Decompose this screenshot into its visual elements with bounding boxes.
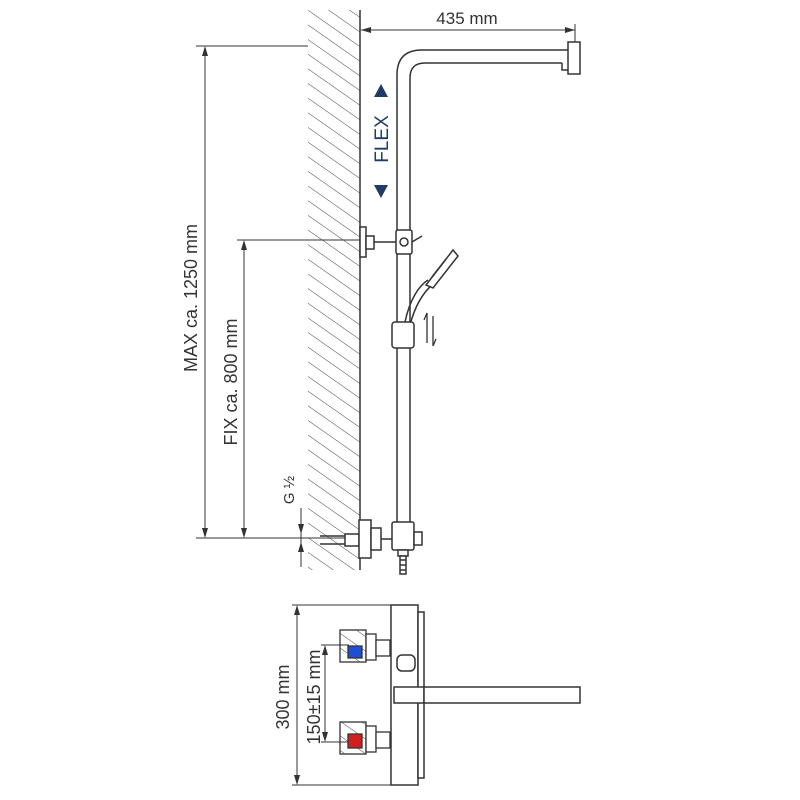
- fix-height-dimension: [237, 239, 362, 538]
- thermostat-mixer-front: [390, 604, 581, 786]
- flex-label: FLEX: [372, 115, 393, 163]
- thermostat-mixer-side: [320, 519, 423, 575]
- wall-bracket: [359, 226, 423, 258]
- max-height-dimension: [196, 45, 360, 539]
- thread-dimension: [298, 508, 304, 567]
- hand-shower: [404, 248, 459, 326]
- max-height-label: MAX ca. 1250 mm: [181, 224, 201, 372]
- up-down-arrows-icon: [423, 312, 437, 347]
- wall: [308, 10, 361, 570]
- shower-riser: [396, 41, 581, 522]
- hot-inlet: [339, 721, 391, 755]
- slider-block: [391, 321, 415, 349]
- thread-label: G ½: [281, 475, 298, 504]
- mixer-height-label: 300 mm: [273, 664, 293, 729]
- mixer-height-dimension: [292, 604, 396, 786]
- top-width-label: 435 mm: [436, 9, 497, 28]
- cold-inlet: [339, 629, 391, 663]
- inlet-spacing-label: 150±15 mm: [304, 650, 324, 745]
- fix-height-label: FIX ca. 800 mm: [221, 318, 241, 445]
- triangle-up-icon: [374, 84, 388, 97]
- triangle-down-icon: [374, 185, 388, 198]
- top-width-dimension: [361, 24, 576, 42]
